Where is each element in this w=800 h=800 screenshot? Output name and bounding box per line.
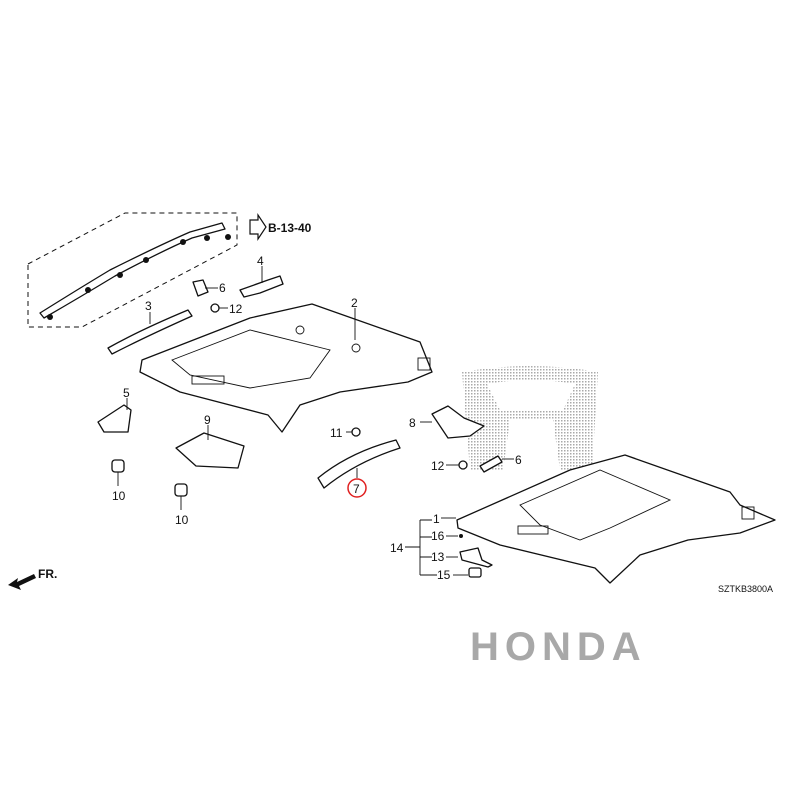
callout-16[interactable]: 16 xyxy=(431,529,445,543)
callout-9[interactable]: 9 xyxy=(204,413,211,427)
part-7-garnish[interactable] xyxy=(317,439,401,489)
front-label: FR. xyxy=(38,567,57,581)
callout-7[interactable]: 7 xyxy=(353,482,360,496)
part-3[interactable] xyxy=(107,309,193,355)
part-16[interactable] xyxy=(459,534,463,538)
part-12-screw[interactable] xyxy=(210,303,220,313)
highlight-circle xyxy=(347,478,367,498)
part-15-cover[interactable] xyxy=(468,567,482,578)
callout-1[interactable]: 1 xyxy=(433,512,440,526)
callout-10-right[interactable]: 10 xyxy=(175,513,189,527)
part-9-sun-visor[interactable] xyxy=(175,432,245,469)
part-6-clip[interactable] xyxy=(192,279,209,297)
callout-15[interactable]: 15 xyxy=(437,568,451,582)
reference-link-b-13-40[interactable]: B-13-40 xyxy=(268,221,312,235)
callout-8[interactable]: 8 xyxy=(409,416,416,430)
honda-watermark-text: HONDA xyxy=(470,625,647,669)
callout-12-top[interactable]: 12 xyxy=(229,302,243,316)
callout-12-right[interactable]: 12 xyxy=(431,459,445,473)
arrow-right-icon xyxy=(249,213,267,241)
part-4[interactable] xyxy=(239,275,284,298)
part-12-screw[interactable] xyxy=(458,460,468,470)
honda-logo-watermark xyxy=(462,366,598,470)
diagram-code: SZTKB3800A xyxy=(718,584,773,594)
callout-6-right[interactable]: 6 xyxy=(515,453,522,467)
part-10-holder[interactable] xyxy=(111,459,125,473)
callout-4[interactable]: 4 xyxy=(257,254,264,268)
callout-2[interactable]: 2 xyxy=(351,296,358,310)
part-13-light[interactable] xyxy=(459,547,493,568)
arrow-front-icon xyxy=(8,574,36,590)
front-direction-indicator: FR. xyxy=(8,567,57,590)
callout-10-left[interactable]: 10 xyxy=(112,489,126,503)
part-8-grab-handle[interactable] xyxy=(431,405,485,439)
curtain-airbag-group: B-13-40 xyxy=(27,212,312,328)
callout-13[interactable]: 13 xyxy=(431,550,445,564)
part-11-clip[interactable] xyxy=(351,427,361,437)
callout-11[interactable]: 11 xyxy=(330,426,343,440)
part-10-holder[interactable] xyxy=(174,483,188,497)
headliner-assembly[interactable] xyxy=(456,454,776,584)
part-2-headliner[interactable] xyxy=(139,303,433,433)
callout-3[interactable]: 3 xyxy=(145,299,152,313)
callout-14[interactable]: 14 xyxy=(390,541,404,555)
part-5-sun-visor[interactable] xyxy=(97,404,132,433)
part-6-clip[interactable] xyxy=(479,455,503,473)
callout-5[interactable]: 5 xyxy=(123,386,130,400)
callout-6-top[interactable]: 6 xyxy=(219,281,226,295)
